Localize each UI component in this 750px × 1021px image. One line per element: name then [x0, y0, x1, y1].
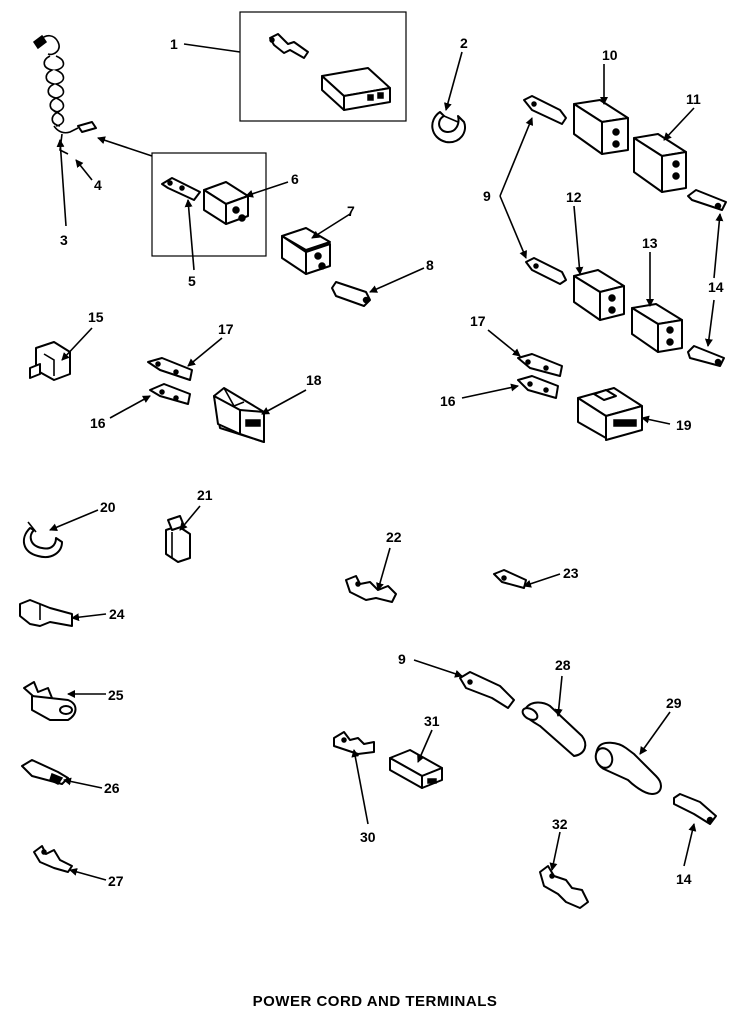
part-9-terminal-bottom	[459, 671, 515, 709]
part-17-terminal-left	[147, 357, 193, 381]
part-2-clip	[431, 111, 466, 144]
callout-1: 1	[170, 36, 178, 52]
callout-9-upper: 9	[483, 188, 491, 204]
callout-12: 12	[566, 189, 582, 205]
callout-19: 19	[676, 417, 692, 433]
leader-lines	[49, 43, 724, 881]
callout-14-upper: 14	[708, 279, 724, 295]
callout-32: 32	[552, 816, 568, 832]
part-10-housing	[573, 99, 629, 155]
callout-28: 28	[555, 657, 571, 673]
part-23-terminal	[493, 569, 527, 589]
part-16-terminal-right	[517, 375, 559, 399]
callout-31: 31	[424, 713, 440, 729]
part-29-sleeve	[594, 741, 662, 795]
part-14-terminal-middle	[687, 345, 725, 367]
callout-7: 7	[347, 203, 355, 219]
part-30-terminal	[333, 731, 375, 755]
part-20-clip	[22, 521, 63, 558]
part-9-terminal-upper	[523, 95, 567, 125]
part-17-terminal-right	[517, 353, 563, 377]
part-21-clip	[165, 515, 191, 563]
part-18-housing	[213, 387, 265, 443]
callout-11: 11	[686, 91, 701, 107]
part-1-housing	[321, 67, 391, 111]
callout-30: 30	[360, 829, 376, 845]
part-25-ring-terminal	[23, 681, 77, 721]
callout-2: 2	[460, 35, 468, 51]
callout-6: 6	[291, 171, 299, 187]
callout-18: 18	[306, 372, 322, 388]
part-15-clip	[29, 341, 71, 381]
callout-29: 29	[666, 695, 682, 711]
part-24-terminal	[19, 599, 73, 627]
callout-27: 27	[108, 873, 124, 889]
callout-17-right: 17	[470, 313, 486, 329]
group-box-parts-5-6	[151, 152, 267, 257]
callout-13: 13	[642, 235, 658, 251]
callout-17-left: 17	[218, 321, 234, 337]
part-32-terminal	[539, 865, 589, 909]
part-16-terminal-left	[149, 383, 191, 405]
callout-labels: 1 2 3 4 5 6 7 8 9 10 11 12 13 14 15 16 1…	[60, 35, 724, 889]
callout-4: 4	[94, 177, 102, 193]
part-22-terminal	[345, 575, 397, 603]
part-31-housing	[389, 749, 443, 789]
part-12-housing	[573, 269, 625, 321]
part-14-terminal-upper	[687, 189, 727, 211]
callout-3: 3	[60, 232, 68, 248]
callout-5: 5	[188, 273, 196, 289]
callout-23: 23	[563, 565, 579, 581]
part-19-housing	[577, 387, 643, 441]
part-28-sleeve	[521, 701, 587, 757]
callout-16-right: 16	[440, 393, 456, 409]
callout-20: 20	[100, 499, 116, 515]
part-27-terminal	[33, 845, 73, 873]
part-14-terminal-bottom	[673, 793, 717, 825]
part-26-terminal	[21, 759, 69, 785]
callout-8: 8	[426, 257, 434, 273]
callout-25: 25	[108, 687, 124, 703]
callout-26: 26	[104, 780, 120, 796]
group-box-part-1	[239, 11, 407, 122]
callout-22: 22	[386, 529, 402, 545]
part-13-housing	[631, 303, 683, 353]
part-9-terminal-lower	[525, 257, 567, 285]
callout-10: 10	[602, 47, 618, 63]
part-3-power-cord	[32, 34, 97, 155]
part-1-terminal	[269, 33, 309, 59]
callout-21: 21	[197, 487, 213, 503]
part-8-terminal	[331, 281, 371, 307]
callout-16-left: 16	[90, 415, 106, 431]
callout-24: 24	[109, 606, 125, 622]
part-7-housing	[281, 227, 331, 275]
part-11-housing	[633, 133, 687, 193]
callout-14-lower: 14	[676, 871, 692, 887]
page-title: POWER CORD AND TERMINALS	[252, 993, 498, 1010]
part-5-terminal	[161, 177, 201, 201]
callout-15: 15	[88, 309, 104, 325]
part-6-housing	[203, 181, 249, 225]
callout-9-lower: 9	[398, 651, 406, 667]
